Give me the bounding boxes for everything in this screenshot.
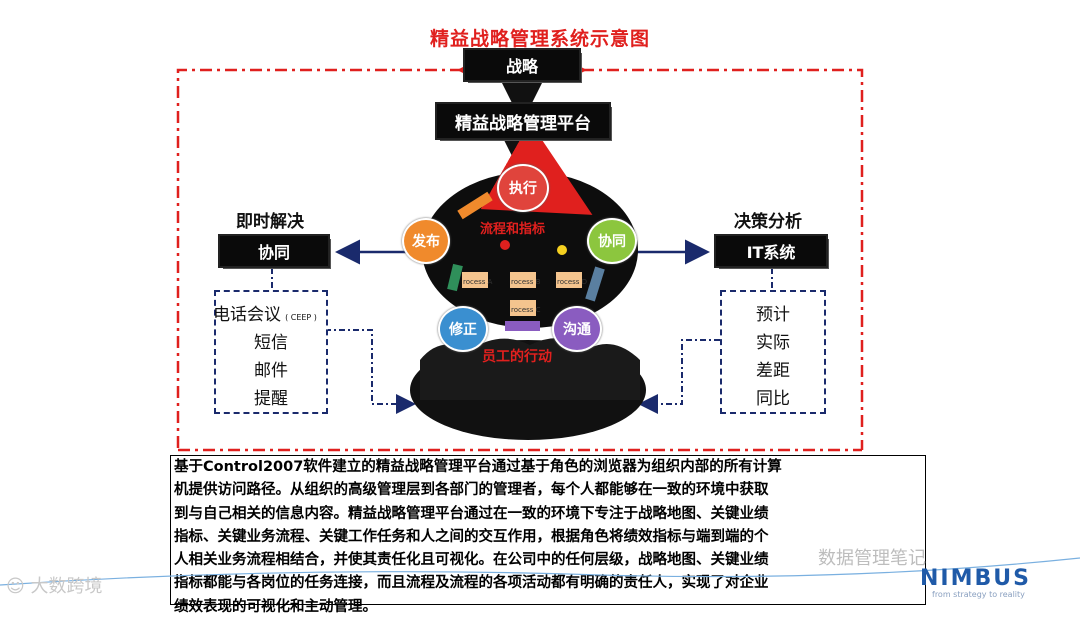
- platform-box: 精益战略管理平台: [437, 104, 609, 138]
- list-item: 同比: [756, 389, 790, 409]
- brand-tagline: from strategy to reality: [932, 590, 1025, 599]
- node-execute: 执行: [497, 164, 549, 212]
- process-d-label: rocess D: [557, 278, 587, 286]
- watermark-logo-icon: ☺: [6, 576, 25, 597]
- right-list-connector: [638, 339, 720, 414]
- right-it-box: IT系统: [716, 236, 826, 266]
- cycle-center-label: 流程和指标: [480, 222, 546, 237]
- left-list-connector: [325, 329, 416, 414]
- right-list-box: 预计 实际 差距 同比: [720, 290, 826, 414]
- description-line: 人相关业务流程相结合，并使其责任化且可视化。在公司中的任何层级，战略地图、关键业…: [174, 552, 769, 569]
- description-line: 指标、关键业务流程、关键工作任务和人之间的交互作用，根据角色将绩效指标与端到端的…: [174, 528, 769, 545]
- list-item: 预计: [756, 305, 790, 325]
- description-line: 基于Control2007软件建立的精益战略管理平台通过基于角色的浏览器为组织内…: [174, 459, 782, 475]
- strategy-box: 战略: [465, 50, 579, 80]
- left-collab-box: 协同: [220, 236, 328, 266]
- right-heading: 决策分析: [734, 212, 802, 232]
- brand-logo: NIMBUS: [920, 566, 1031, 591]
- diagram-title: 精益战略管理系统示意图: [429, 28, 650, 50]
- feedback-frame-right: [562, 57, 864, 450]
- node-correct: 修正: [438, 306, 488, 352]
- left-list-box: 电话会议( CEEP ) 短信 邮件 提醒: [213, 290, 328, 414]
- description-line: 到与自己相关的信息内容。精益战略管理平台通过在一致的环境下专注于战略地图、关键业…: [174, 505, 769, 522]
- watermark-right: 数据管理笔记: [818, 548, 926, 569]
- node-collaborate: 协同: [587, 218, 637, 264]
- list-item: 差距: [756, 361, 790, 381]
- description-box: 基于Control2007软件建立的精益战略管理平台通过基于角色的浏览器为组织内…: [170, 455, 926, 615]
- node-publish: 发布: [402, 218, 450, 264]
- list-item: 电话会议( CEEP ): [213, 305, 317, 325]
- list-item: 实际: [756, 333, 790, 353]
- process-a-label: rocess A: [463, 278, 493, 286]
- process-b-label: rocess B: [511, 278, 541, 286]
- list-item: 提醒: [254, 389, 288, 409]
- description-line: 机提供访问路径。从组织的高级管理层到各部门的管理者，每个人都能够在一致的环境中获…: [174, 482, 769, 499]
- decorative-wave: [0, 557, 1080, 586]
- cycle-bottom-label: 员工的行动: [482, 349, 552, 365]
- description-line: 指标都能与各岗位的任务连接，而且流程及流程的各项活动都有明确的责任人，实现了对企…: [174, 575, 769, 592]
- feedback-frame-left: [176, 57, 482, 450]
- left-heading: 即时解决: [236, 212, 304, 232]
- node-communicate: 沟通: [552, 306, 602, 352]
- list-item: 邮件: [254, 361, 288, 381]
- process-c-label: rocess C: [511, 306, 541, 314]
- list-item: 短信: [254, 333, 288, 353]
- watermark-left: ☺ 大数跨境: [6, 576, 103, 597]
